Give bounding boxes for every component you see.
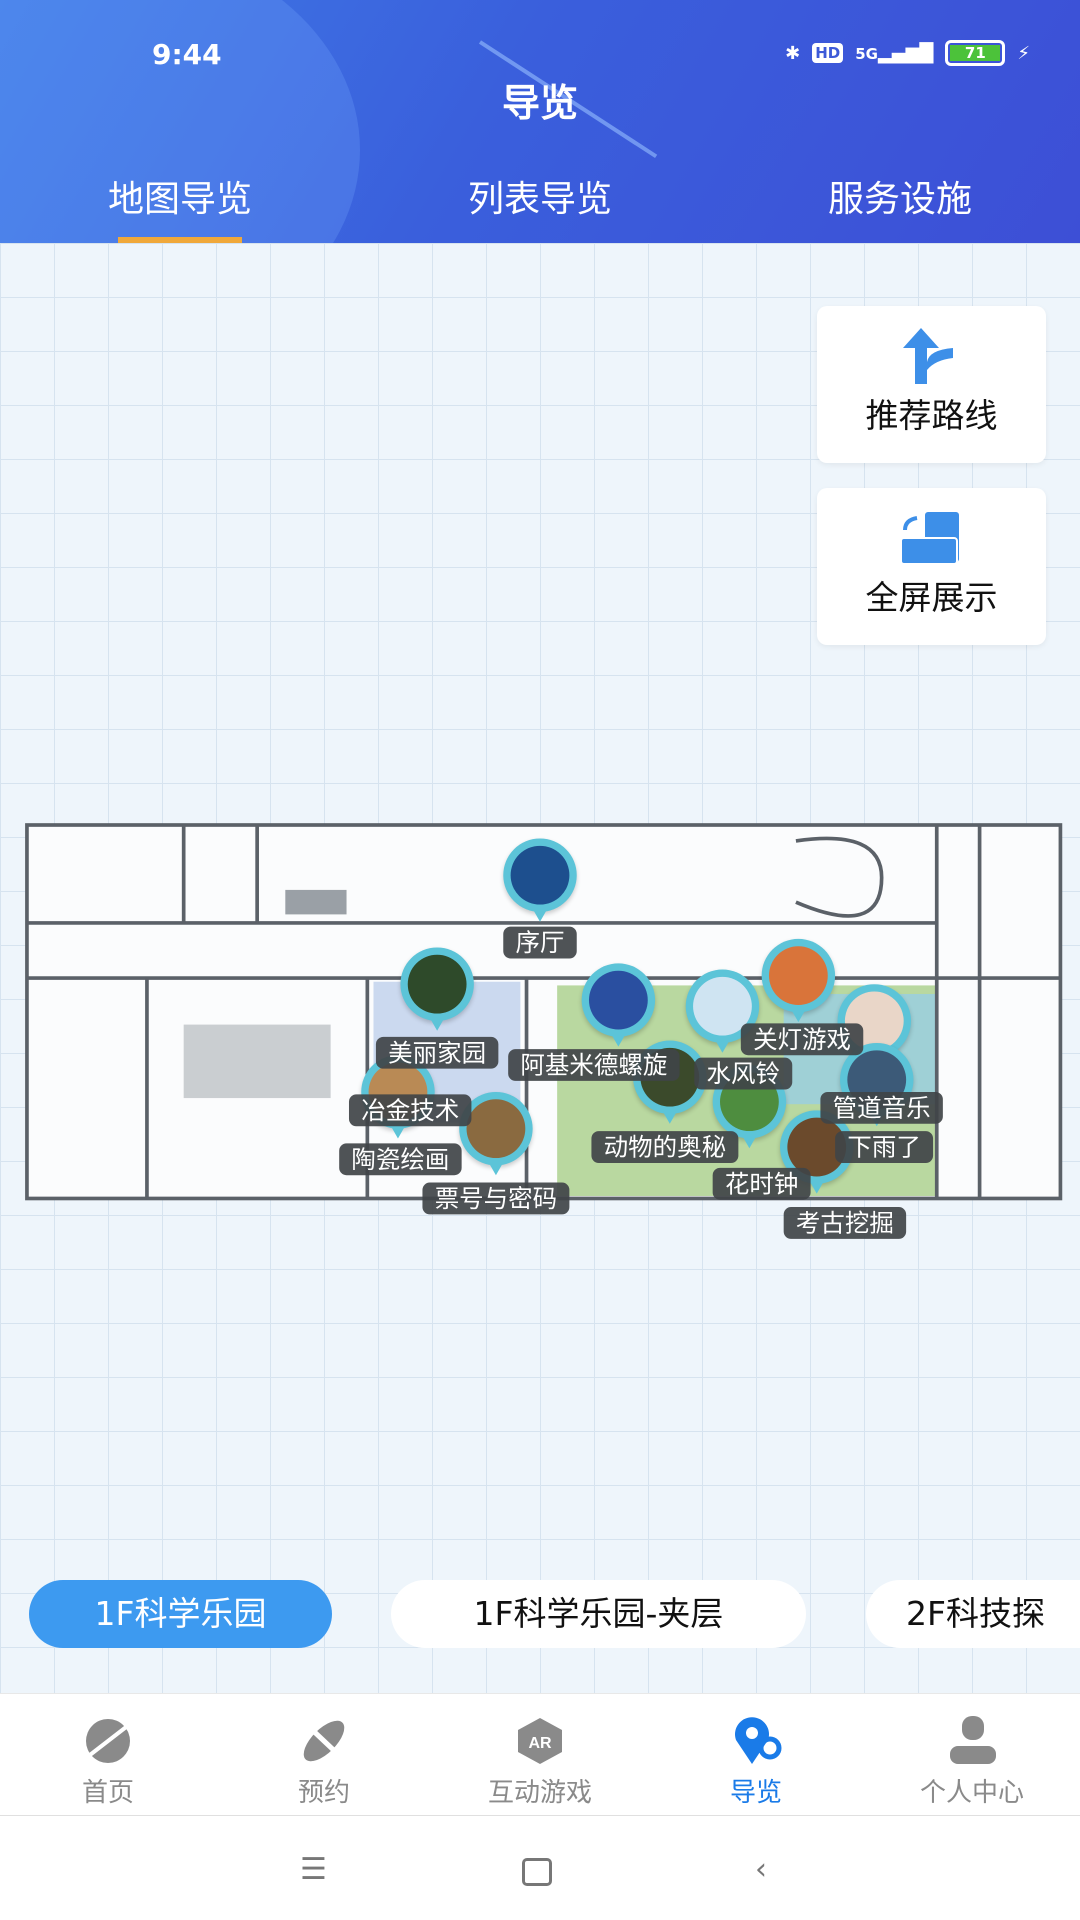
- label-metallurgy[interactable]: 冶金技术: [348, 1094, 472, 1127]
- nav-interactive-games-label: 互动游戏: [487, 1778, 592, 1808]
- floor-plan[interactable]: 序厅 美丽家园 阿基米德螺旋 关灯游戏 水风铃 管道音乐 冶金技术 动物的奥秘 …: [0, 45, 1080, 1495]
- nav-home-label: 首页: [81, 1778, 134, 1808]
- nav-guide[interactable]: 导览: [648, 1694, 864, 1815]
- pin-archimedes[interactable]: [581, 963, 656, 1049]
- status-time: 9:44: [152, 38, 222, 71]
- system-nav-bar: ☰ ‹: [0, 1816, 1080, 1920]
- label-hall[interactable]: 序厅: [503, 926, 577, 959]
- label-ticket-code[interactable]: 票号与密码: [422, 1182, 570, 1215]
- nav-interactive-games[interactable]: AR 互动游戏: [432, 1694, 648, 1815]
- fullscreen-label: 全屏展示: [865, 578, 998, 617]
- floor-chip-1f[interactable]: 1F科学乐园: [29, 1580, 332, 1648]
- network-type: 5G: [855, 44, 878, 63]
- ar-icon: AR: [518, 1718, 562, 1764]
- route-arrow-icon: [903, 328, 953, 384]
- label-rain[interactable]: 下雨了: [835, 1131, 934, 1163]
- header-decoration: [0, 0, 360, 243]
- label-pipe-music[interactable]: 管道音乐: [820, 1091, 943, 1124]
- nav-home[interactable]: 首页: [0, 1694, 216, 1815]
- label-ceramic-painting[interactable]: 陶瓷绘画: [339, 1143, 462, 1176]
- menu-key-icon[interactable]: ☰: [300, 1852, 327, 1887]
- ar-badge: AR: [528, 1735, 552, 1752]
- pin-ticket-code[interactable]: [459, 1091, 533, 1178]
- fullscreen-button[interactable]: 全屏展示: [817, 488, 1046, 645]
- rotate-screen-icon: [900, 512, 959, 565]
- map-pin-icon: [735, 1717, 782, 1764]
- tab-bar: 地图导览 列表导览 服务设施: [0, 170, 1080, 243]
- pin-lights-game[interactable]: [761, 938, 836, 1025]
- status-icons: ✱ HD 5G▂▄▆█ 71 ⚡: [785, 40, 1030, 66]
- header: 9:44 ✱ HD 5G▂▄▆█ 71 ⚡ 导览 地图导览 列表导览 服务设施: [0, 0, 1080, 243]
- map-canvas[interactable]: 序厅 美丽家园 阿基米德螺旋 关灯游戏 水风铃 管道音乐 冶金技术 动物的奥秘 …: [0, 243, 1080, 1693]
- recommended-route-button[interactable]: 推荐路线: [817, 306, 1046, 463]
- nav-profile[interactable]: 个人中心: [864, 1694, 1080, 1815]
- bottom-nav: 首页 预约 AR 互动游戏 导览 个人中心: [0, 1693, 1080, 1816]
- planet-icon: [84, 1719, 132, 1763]
- orbit-icon: [303, 1720, 345, 1762]
- charging-icon: ⚡: [1017, 42, 1030, 64]
- label-beautiful-home[interactable]: 美丽家园: [375, 1036, 499, 1069]
- label-animal-secrets[interactable]: 动物的奥秘: [591, 1131, 739, 1163]
- tab-map-guide[interactable]: 地图导览: [0, 170, 360, 243]
- tab-list-guide[interactable]: 列表导览: [467, 179, 612, 220]
- battery-icon: 71: [945, 40, 1006, 66]
- floor-plan-walls: [25, 823, 1063, 1201]
- nav-guide-label: 导览: [729, 1778, 782, 1808]
- person-icon: [950, 1716, 996, 1764]
- label-flower-clock[interactable]: 花时钟: [712, 1167, 811, 1200]
- floor-chip-1f-mezzanine[interactable]: 1F科学乐园-夹层: [391, 1580, 806, 1648]
- tab-service-facilities[interactable]: 服务设施: [827, 179, 972, 220]
- floor-chip-2f[interactable]: 2F科技探: [866, 1580, 1080, 1648]
- nav-booking[interactable]: 预约: [216, 1694, 432, 1815]
- nav-booking-label: 预约: [297, 1778, 350, 1808]
- label-wind-chime[interactable]: 水风铃: [694, 1057, 793, 1090]
- label-archimedes[interactable]: 阿基米德螺旋: [508, 1049, 680, 1081]
- battery-level: 71: [950, 45, 1001, 61]
- page-title: 导览: [501, 81, 578, 125]
- signal-icon: 5G▂▄▆█: [855, 42, 934, 64]
- bluetooth-icon: ✱: [785, 42, 801, 64]
- home-key-icon[interactable]: [522, 1858, 552, 1886]
- hd-icon: HD: [812, 43, 844, 63]
- label-lights-game[interactable]: 关灯游戏: [740, 1023, 864, 1056]
- recommended-route-label: 推荐路线: [865, 396, 998, 435]
- pin-beautiful-home[interactable]: [400, 947, 474, 1033]
- floor-selector[interactable]: 1F科学乐园 1F科学乐园-夹层 2F科技探: [0, 1580, 1080, 1648]
- nav-profile-label: 个人中心: [919, 1778, 1024, 1808]
- pin-hall[interactable]: [503, 838, 577, 924]
- back-key-icon[interactable]: ‹: [755, 1852, 767, 1887]
- label-archaeology[interactable]: 考古挖掘: [783, 1207, 907, 1239]
